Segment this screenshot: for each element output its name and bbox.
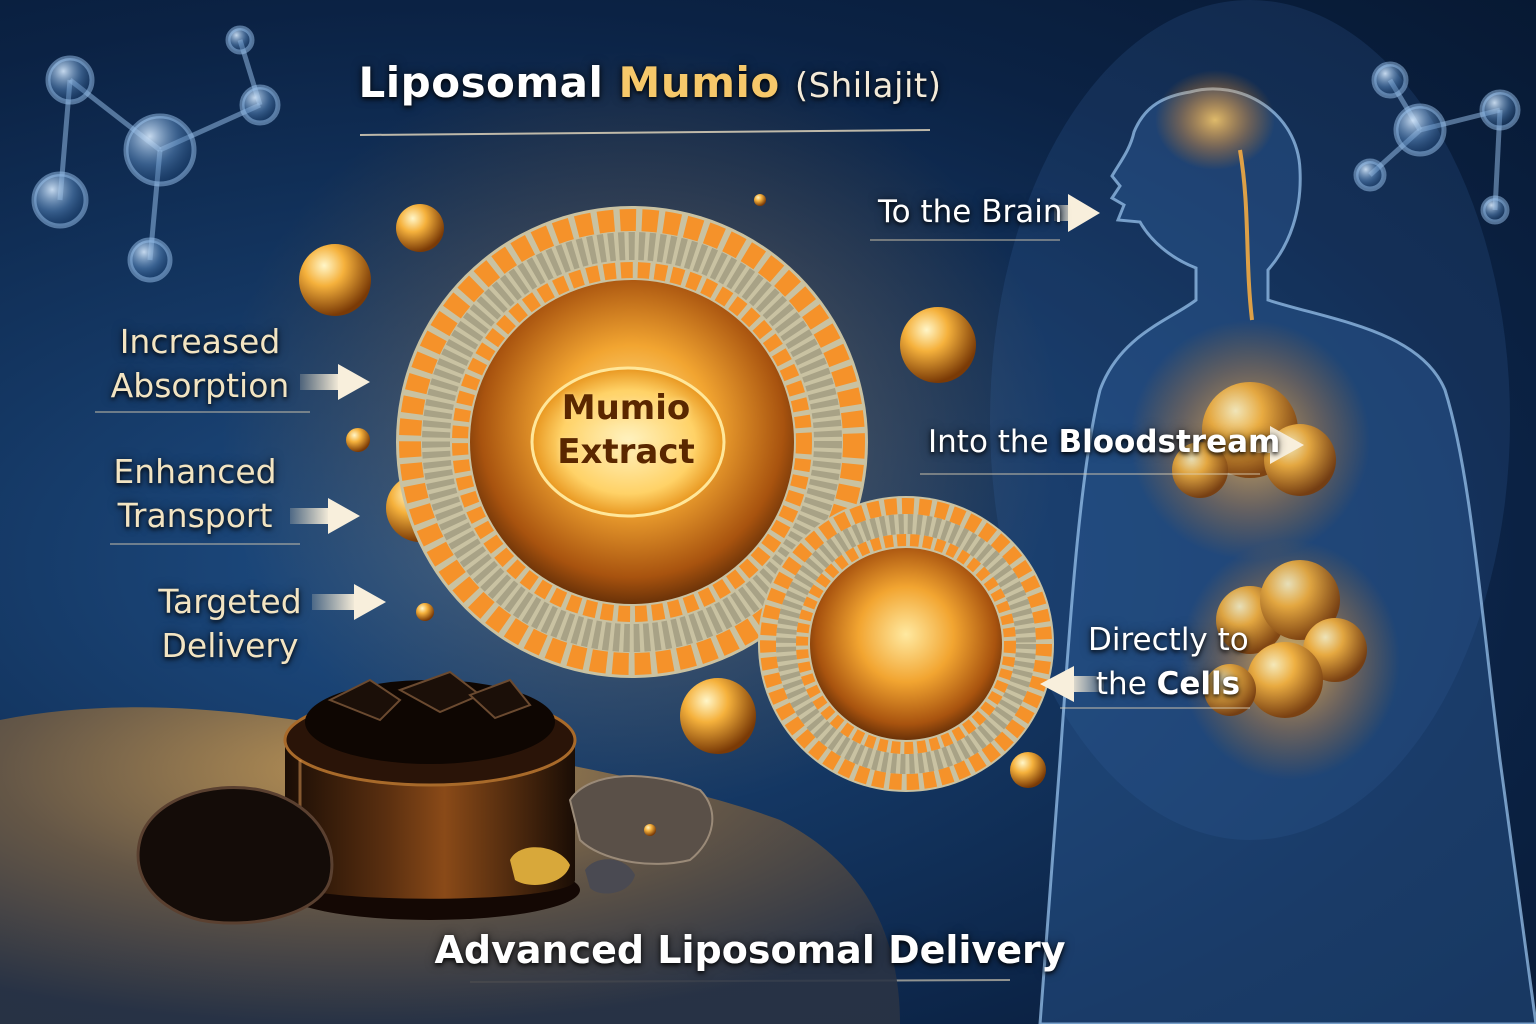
label-underlines bbox=[95, 239, 1260, 709]
target-bloodstream: Into the Bloodstream bbox=[928, 424, 1281, 460]
core-label: Mumio Extract bbox=[557, 388, 695, 472]
target-cells: Directly to the Cells bbox=[1088, 622, 1249, 702]
title-shilajit: (Shilajit) bbox=[794, 66, 942, 106]
molecule-top-left bbox=[31, 25, 281, 283]
molecule-top-right bbox=[1353, 61, 1521, 225]
large-liposome bbox=[396, 206, 868, 678]
benefit-transport: Enhanced Transport bbox=[113, 452, 277, 535]
page-title: Liposomal Mumio (Shilajit) bbox=[0, 58, 1300, 107]
shilajit-jar bbox=[280, 670, 580, 920]
small-liposome bbox=[758, 496, 1054, 792]
benefit-delivery: Targeted Delivery bbox=[158, 582, 302, 665]
human-silhouette bbox=[1038, 70, 1536, 1024]
arrow-absorption bbox=[300, 364, 370, 400]
title-liposomal: Liposomal bbox=[358, 58, 604, 107]
arrow-bloodstream bbox=[1252, 426, 1304, 464]
spinal-nerve bbox=[1238, 149, 1254, 321]
arrow-delivery bbox=[312, 584, 386, 620]
arrow-transport bbox=[290, 498, 360, 534]
title-underline bbox=[359, 129, 931, 136]
footer-caption: Advanced Liposomal Delivery bbox=[434, 928, 1066, 972]
arrow-cells bbox=[1040, 666, 1104, 702]
extract-capsule bbox=[530, 366, 726, 518]
benefit-absorption: Increased Absorption bbox=[110, 322, 290, 405]
shilajit-rocks bbox=[136, 775, 714, 925]
title-mumio: Mumio bbox=[618, 58, 780, 107]
arrow-brain bbox=[1054, 194, 1100, 232]
brain-glow bbox=[1155, 70, 1275, 170]
target-brain: To the Brain bbox=[878, 194, 1063, 230]
